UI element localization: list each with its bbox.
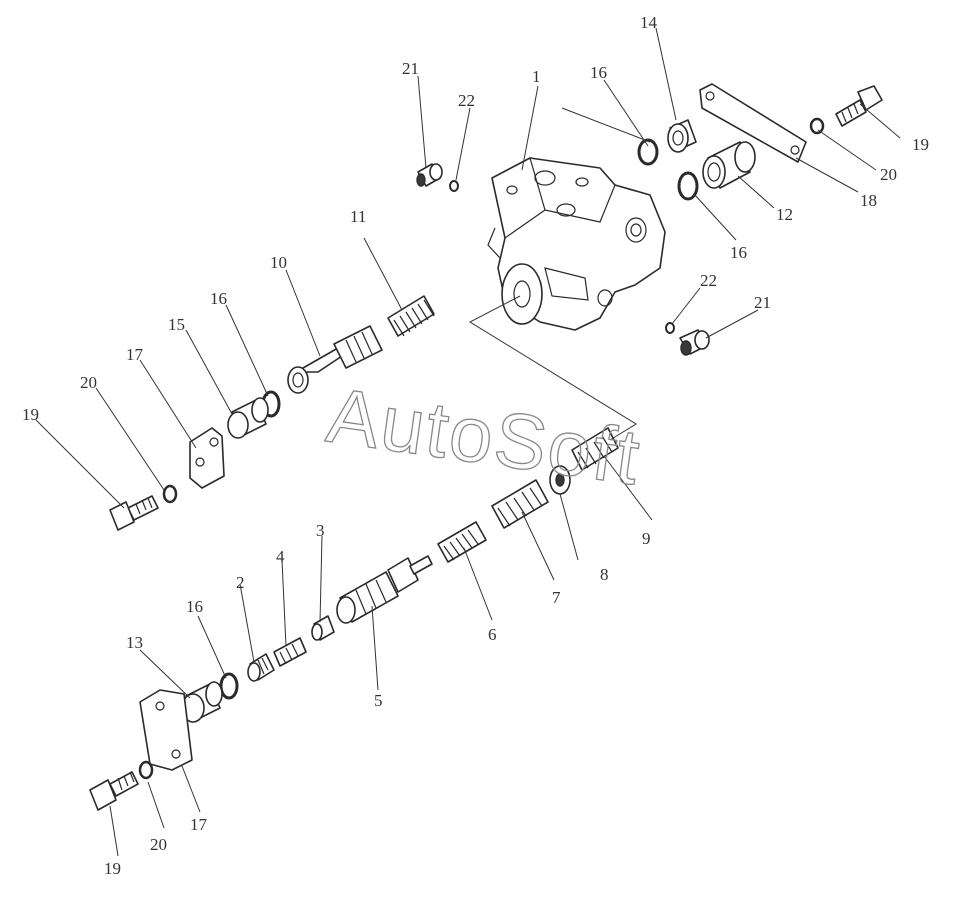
callout-1: 1 bbox=[532, 67, 541, 86]
retainer-plate-17-lower bbox=[139, 689, 193, 771]
plug-15 bbox=[227, 397, 269, 439]
main-spool-5 bbox=[336, 555, 433, 624]
callout-8: 8 bbox=[600, 565, 609, 584]
callout-20-top: 20 bbox=[880, 165, 897, 184]
retainer-plate-18 bbox=[699, 83, 807, 163]
callout-labels: 1 2 3 4 5 6 7 8 9 10 11 12 13 14 15 16 1… bbox=[22, 13, 929, 878]
bolt-19-left bbox=[109, 495, 159, 531]
valve-body bbox=[487, 157, 666, 331]
callout-14: 14 bbox=[640, 13, 658, 32]
callout-11: 11 bbox=[350, 207, 366, 226]
plug-21-top bbox=[416, 163, 443, 187]
callout-16-bottom: 16 bbox=[186, 597, 203, 616]
callout-19-top: 19 bbox=[912, 135, 929, 154]
callout-17-lower: 17 bbox=[190, 815, 208, 834]
callout-13: 13 bbox=[126, 633, 143, 652]
o-ring-22-top bbox=[449, 180, 459, 192]
washer-20-left bbox=[162, 484, 178, 504]
callout-20-left: 20 bbox=[80, 373, 97, 392]
callout-5: 5 bbox=[374, 691, 383, 710]
washer-20-top bbox=[809, 117, 825, 135]
spring-11 bbox=[387, 295, 435, 337]
spring-4 bbox=[273, 637, 307, 667]
callout-19-left: 19 bbox=[22, 405, 39, 424]
callout-10: 10 bbox=[270, 253, 287, 272]
callout-22-right: 22 bbox=[700, 271, 717, 290]
spring-6 bbox=[437, 521, 487, 563]
plug-21-right bbox=[679, 329, 710, 356]
callout-21-top: 21 bbox=[402, 59, 419, 78]
callout-19-bottom: 19 bbox=[104, 859, 121, 878]
callout-16-right: 16 bbox=[730, 243, 747, 262]
plug-14 bbox=[667, 119, 697, 153]
spring-7 bbox=[491, 479, 549, 529]
plug-13 bbox=[181, 681, 223, 723]
sleeve-3 bbox=[311, 615, 335, 641]
o-ring-22-right bbox=[665, 322, 675, 334]
assembly-bracket bbox=[468, 295, 637, 441]
washer-20-bottom bbox=[138, 760, 154, 780]
leader-lines bbox=[35, 27, 901, 857]
callout-9: 9 bbox=[642, 529, 651, 548]
watermark: AutoSoft bbox=[322, 371, 646, 502]
bolt-19-top bbox=[835, 85, 883, 127]
callout-17-upper: 17 bbox=[126, 345, 144, 364]
spool-10 bbox=[287, 325, 383, 394]
callout-4: 4 bbox=[276, 547, 285, 566]
retainer-plate-17-upper bbox=[189, 427, 225, 489]
callout-20-bottom: 20 bbox=[150, 835, 167, 854]
callout-15: 15 bbox=[168, 315, 185, 334]
callout-3: 3 bbox=[316, 521, 325, 540]
seat-8 bbox=[549, 465, 571, 495]
o-ring-16-top bbox=[637, 138, 659, 166]
callout-2: 2 bbox=[236, 573, 245, 592]
bolt-19-bottom bbox=[89, 771, 139, 811]
o-ring-16-right bbox=[677, 171, 699, 201]
callout-6: 6 bbox=[488, 625, 497, 644]
piston-2 bbox=[247, 653, 275, 682]
callout-16-left: 16 bbox=[210, 289, 227, 308]
callout-12: 12 bbox=[776, 205, 793, 224]
plug-12 bbox=[702, 141, 756, 189]
callout-7: 7 bbox=[552, 588, 561, 607]
spring-9 bbox=[571, 427, 619, 471]
callout-21-right: 21 bbox=[754, 293, 771, 312]
callout-18: 18 bbox=[860, 191, 877, 210]
callout-16-top: 16 bbox=[590, 63, 607, 82]
o-ring-16-bottom bbox=[219, 672, 239, 700]
callout-22-top: 22 bbox=[458, 91, 475, 110]
